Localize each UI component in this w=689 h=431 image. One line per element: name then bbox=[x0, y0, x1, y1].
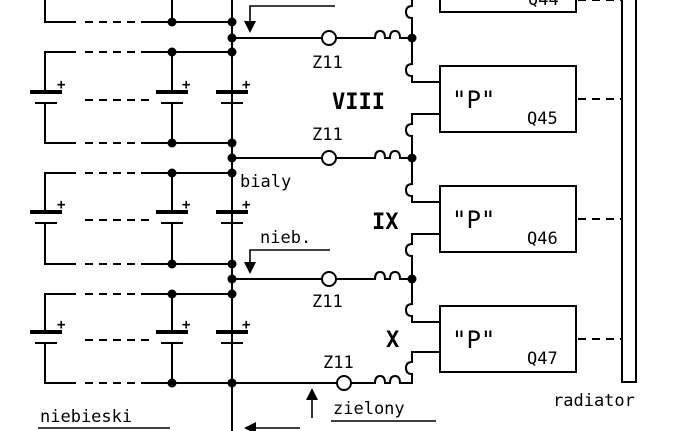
arrow-top bbox=[249, 5, 335, 30]
transistor-type: "P" bbox=[452, 206, 495, 234]
zener-label: Z11 bbox=[312, 125, 343, 145]
radiator-label: radiator bbox=[553, 391, 635, 411]
arrow-nieb bbox=[249, 249, 330, 272]
battery-group-1 bbox=[30, 47, 248, 148]
arrowhead bbox=[244, 21, 256, 33]
junction bbox=[167, 17, 177, 27]
chain-wire-3 bbox=[404, 157, 441, 203]
zener-label: Z11 bbox=[312, 292, 343, 312]
chain-wire-2 bbox=[404, 113, 441, 159]
transistor-name: Q46 bbox=[527, 229, 558, 249]
arrowhead bbox=[244, 422, 256, 431]
transistor-type: "P" bbox=[452, 86, 495, 114]
transistor-name: Q45 bbox=[527, 109, 558, 129]
zener-row-1 bbox=[227, 29, 417, 46]
chain-wire-5 bbox=[404, 278, 441, 323]
section-label: VIII bbox=[332, 90, 385, 115]
battery-group-2 bbox=[30, 168, 248, 269]
transistor-box-top bbox=[439, 0, 577, 13]
transistor-box-q47 bbox=[439, 305, 577, 373]
plus-sign: + bbox=[57, 197, 65, 213]
transistor-box-q46 bbox=[439, 185, 577, 253]
zener-label: Z11 bbox=[312, 53, 343, 73]
plus-sign: + bbox=[242, 317, 250, 333]
wire-label-niebieski: niebieski bbox=[40, 407, 132, 427]
arrowhead bbox=[306, 388, 318, 400]
chain-wire-top bbox=[404, 0, 413, 39]
plus-sign: + bbox=[57, 77, 65, 93]
wire-label-zielony: zielony bbox=[333, 399, 405, 419]
wire-label-bialy: bialy bbox=[240, 172, 291, 192]
section-label: IX bbox=[372, 210, 399, 235]
chain-wire-4 bbox=[404, 233, 441, 280]
section-label: X bbox=[386, 328, 399, 353]
plus-sign: + bbox=[242, 77, 250, 93]
plus-sign: + bbox=[57, 317, 65, 333]
zener-row-2 bbox=[227, 149, 417, 166]
plus-sign: + bbox=[182, 77, 190, 93]
zener-row-3 bbox=[227, 270, 417, 287]
transistor-top-label: Q44 bbox=[528, 0, 559, 10]
junction bbox=[227, 17, 237, 27]
radiator-bar bbox=[621, 0, 637, 383]
transistor-name: Q47 bbox=[527, 349, 558, 369]
zener-row-4 bbox=[231, 374, 413, 391]
chain-wire-1 bbox=[404, 37, 441, 83]
transistor-box-q45 bbox=[439, 65, 577, 133]
plus-sign: + bbox=[242, 197, 250, 213]
arrowhead bbox=[244, 262, 256, 274]
chain-wire-6 bbox=[404, 351, 441, 384]
wire-label-nieb: nieb. bbox=[260, 228, 311, 248]
battery-group-3 bbox=[30, 289, 248, 388]
zener-label: Z11 bbox=[323, 353, 354, 373]
plus-sign: + bbox=[182, 197, 190, 213]
transistor-type: "P" bbox=[452, 326, 495, 354]
plus-sign: + bbox=[182, 317, 190, 333]
